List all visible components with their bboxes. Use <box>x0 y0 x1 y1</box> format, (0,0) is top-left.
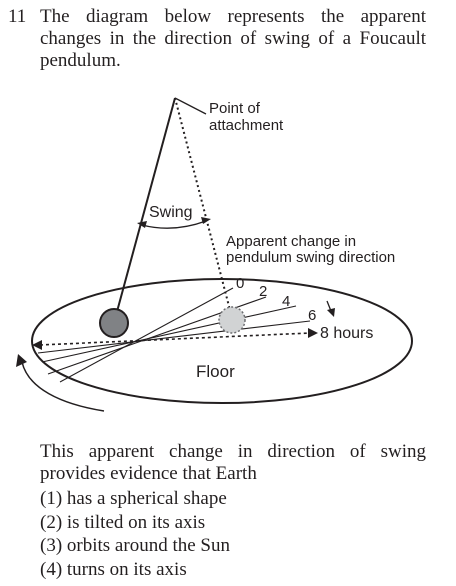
answer-choices: (1) has a spherical shape (2) is tilted … <box>40 487 230 581</box>
eight-hour-dotted-line <box>39 332 311 346</box>
attachment-label-line2: attachment <box>209 117 284 134</box>
progression-arrowhead <box>327 308 335 317</box>
answer-choice-4[interactable]: (4) turns on its axis <box>40 558 187 580</box>
answer-choice-2[interactable]: (2) is tilted on its axis <box>40 511 206 533</box>
answer-choice-3[interactable]: (3) orbits around the Sun <box>40 535 230 556</box>
floor-ellipse <box>31 278 413 404</box>
hour-label-4: 4 <box>282 293 290 310</box>
question-stem: The diagram below represents the apparen… <box>40 6 426 71</box>
swing-label: Swing <box>149 204 193 221</box>
pendulum-string <box>114 97 176 320</box>
hour-label-0: 0 <box>236 275 244 292</box>
apparent-change-label-line1: Apparent change in <box>226 233 356 250</box>
swing-arrow-right <box>201 217 211 224</box>
rotation-arrow-arc <box>21 361 105 412</box>
answer-choice-1[interactable]: (1) has a spherical shape <box>40 488 227 509</box>
eight-hour-arrow-right <box>308 328 318 338</box>
rotation-arrowhead <box>16 354 27 367</box>
answer-lead-in: This apparent change in direction of swi… <box>40 441 426 484</box>
swing-arrow-left <box>137 221 147 228</box>
vertical-dotted-line <box>174 97 232 315</box>
attachment-label-line1: Point of <box>209 100 261 117</box>
foucault-pendulum-diagram: Point of attachment Swing Apparent chang… <box>0 90 456 420</box>
hour-label-8: 8 hours <box>320 325 373 342</box>
hour-label-2: 2 <box>259 283 267 300</box>
question-number: 11 <box>8 6 27 27</box>
apparent-change-label-line2: pendulum swing direction <box>226 249 395 266</box>
hour-label-6: 6 <box>308 307 316 324</box>
eight-hour-arrow-left <box>32 340 42 350</box>
attachment-leader-line <box>174 97 207 115</box>
pendulum-bob <box>99 308 129 338</box>
swing-arc <box>141 220 207 229</box>
pendulum-bob-position-dashed <box>218 306 246 334</box>
floor-label: Floor <box>196 362 235 381</box>
